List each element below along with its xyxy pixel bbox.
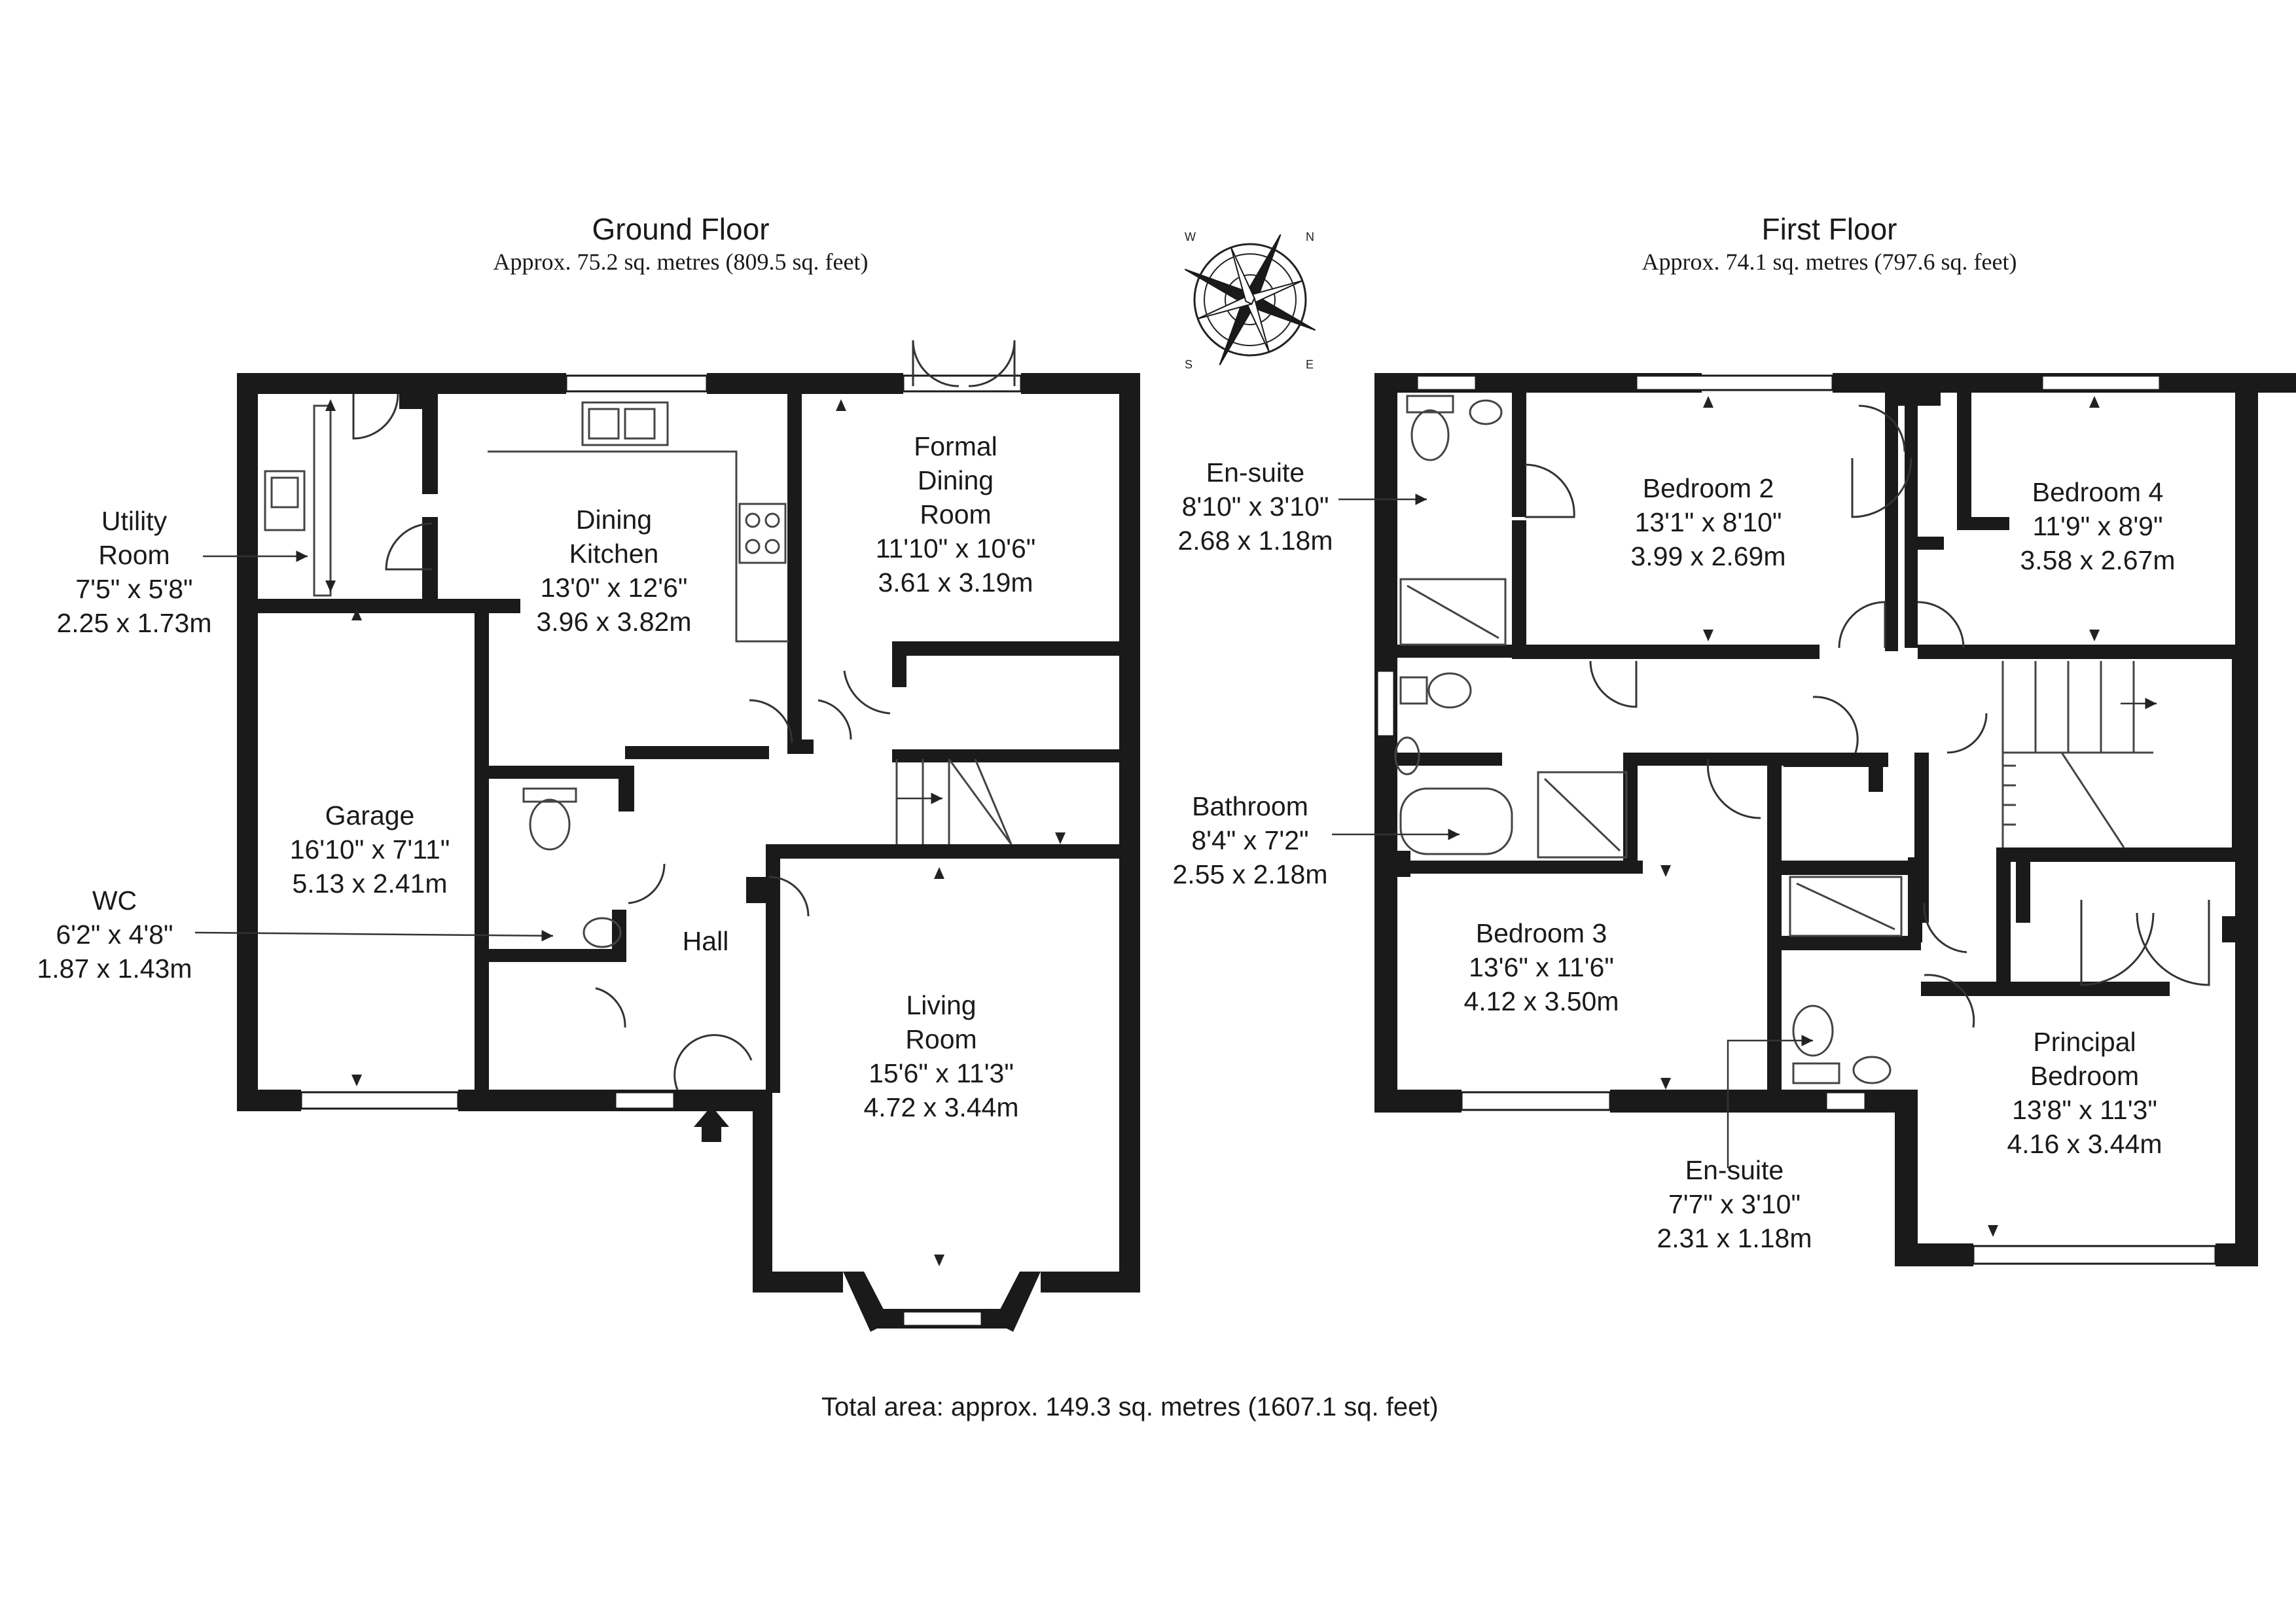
compass-label-n: N (1306, 230, 1314, 243)
ground-floor-doors (352, 340, 1016, 1090)
ground-floor-outer-walls (237, 373, 1140, 1332)
room-label-wc: WC 6'2" x 4'8" 1.87 x 1.43m (37, 885, 192, 984)
room-label-principal-bedroom: Principal Bedroom 13'8" x 11'3" 4.16 x 3… (2007, 1027, 2162, 1159)
first-floor-doors (1524, 404, 2210, 1028)
room-label-bedroom-3: Bedroom 3 13'6" x 11'6" 4.12 x 3.50m (1463, 918, 1619, 1016)
room-label-utility: Utility Room 7'5" x 5'8" 2.25 x 1.73m (56, 506, 212, 638)
leader-lines (194, 493, 2157, 1168)
first-floor-windows (1376, 374, 2217, 1265)
ground-floor-name: Ground Floor (592, 212, 770, 246)
total-area: Total area: approx. 149.3 sq. metres (16… (821, 1393, 1439, 1421)
room-label-bedroom-4: Bedroom 4 11'9" x 8'9" 3.58 x 2.67m (2020, 477, 2176, 575)
ground-floor-interior-walls (258, 383, 1128, 1096)
ground-floor-area: Approx. 75.2 sq. metres (809.5 sq. feet) (493, 249, 869, 275)
first-floor-name: First Floor (1761, 212, 1897, 246)
ground-floor-fixtures (264, 401, 1013, 948)
room-label-living: Living Room 15'6" x 11'3" 4.72 x 3.44m (863, 990, 1019, 1122)
room-label-formal-dining: Formal Dining Room 11'10" x 10'6" 3.61 x… (875, 431, 1036, 597)
compass-label-e: E (1306, 358, 1314, 371)
dimension-markers (325, 396, 2100, 1266)
room-label-dining-kitchen: Dining Kitchen 13'0" x 12'6" 3.96 x 3.82… (536, 505, 692, 637)
first-floor-area: Approx. 74.1 sq. metres (797.6 sq. feet) (1641, 249, 2017, 275)
room-label-ensuite-2: En-suite 7'7" x 3'10" 2.31 x 1.18m (1657, 1155, 1812, 1253)
first-floor-fixtures (1394, 395, 2153, 1084)
room-label-bathroom: Bathroom 8'4" x 7'2" 2.55 x 2.18m (1172, 791, 1328, 889)
compass-label-s: S (1185, 358, 1193, 371)
ground-floor-title: Ground Floor Approx. 75.2 sq. metres (80… (493, 211, 869, 276)
first-floor-plan (1374, 373, 2296, 1266)
room-label-hall: Hall (682, 926, 729, 956)
first-floor-title: First Floor Approx. 74.1 sq. metres (797… (1642, 211, 2017, 276)
entrance-arrow-icon (694, 1106, 729, 1142)
compass-rose-icon: W N S E (1184, 230, 1316, 371)
room-label-ensuite-1: En-suite 8'10" x 3'10" 2.68 x 1.18m (1177, 457, 1333, 556)
room-label-bedroom-2: Bedroom 2 13'1" x 8'10" 3.99 x 2.69m (1630, 473, 1786, 571)
room-label-garage: Garage 16'10" x 7'11" 5.13 x 2.41m (289, 800, 450, 899)
ground-floor-plan (237, 340, 1140, 1332)
first-floor-interior-walls (1397, 393, 2242, 1093)
compass-label-w: W (1185, 230, 1196, 243)
ground-floor-windows (300, 374, 1022, 1327)
